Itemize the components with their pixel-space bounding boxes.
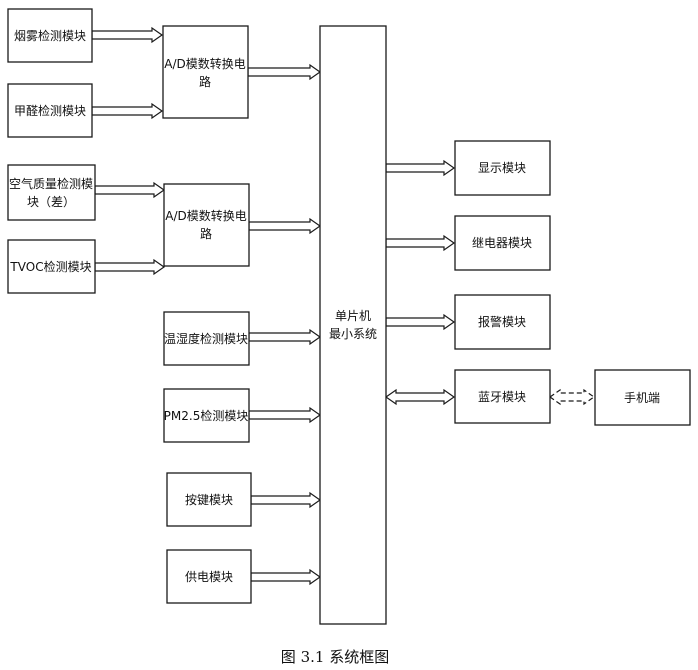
arrow-tvoc-to-adc2 [94, 258, 166, 276]
bluetooth-module-label: 蓝牙模块 [478, 390, 526, 404]
adc1-label-line1: A/D模数转换电 [164, 56, 246, 71]
display-module-label: 显示模块 [478, 161, 526, 175]
formaldehyde-module-label: 甲醛检测模块 [14, 103, 86, 118]
formaldehyde-module-box [7, 83, 93, 138]
smoke-module-box [7, 8, 93, 63]
bluetooth-module-box [454, 369, 551, 424]
tvoc-module-box [7, 239, 96, 294]
power-module-box [166, 549, 252, 604]
pm25-module-label: PM2.5检测模块 [164, 408, 249, 423]
smoke-module-label: 烟雾检测模块 [14, 28, 86, 43]
figure-caption: 图 3.1 系统框图 [281, 648, 389, 666]
arrow-mcu-bluetooth-bidirectional [384, 388, 456, 406]
mcu-label-line2: 最小系统 [329, 327, 377, 341]
relay-module-label: 继电器模块 [472, 236, 532, 250]
temp-humidity-module-label: 温湿度检测模块 [164, 331, 248, 346]
adc2-label-line1: A/D模数转换电 [165, 208, 247, 223]
arrow-mcu-to-alarm [385, 313, 456, 331]
phone-box [594, 369, 691, 426]
arrow-pm25-to-mcu [248, 406, 322, 424]
arrow-smoke-to-adc1 [91, 26, 164, 44]
keypad-module-box [166, 472, 252, 527]
relay-module-box [454, 215, 551, 271]
display-module-box [454, 140, 551, 196]
adc2-label-line2: 路 [200, 226, 212, 241]
power-module-label: 供电模块 [185, 570, 233, 584]
mcu-label-line1: 单片机 [335, 309, 371, 323]
arrow-mcu-to-display [385, 159, 456, 177]
phone-label: 手机端 [624, 391, 660, 405]
arrow-temp-humidity-to-mcu [248, 328, 322, 346]
arrow-formaldehyde-to-adc1 [91, 102, 164, 120]
arrow-bluetooth-phone-wireless [548, 388, 596, 406]
arrow-keypad-to-mcu [250, 491, 322, 509]
pm25-module-box [163, 388, 250, 443]
alarm-module-box [454, 294, 551, 350]
arrow-adc1-to-mcu [247, 63, 322, 81]
alarm-module-label: 报警模块 [478, 314, 526, 329]
temp-humidity-module-box [163, 311, 250, 366]
arrow-power-to-mcu [250, 568, 322, 586]
mcu-box [319, 25, 387, 625]
arrow-mcu-to-relay [385, 234, 456, 252]
air-quality-label-line1: 空气质量检测模 [9, 176, 93, 191]
adc2-box [163, 183, 250, 267]
arrow-adc2-to-mcu [248, 217, 322, 235]
keypad-module-label: 按键模块 [185, 493, 233, 507]
tvoc-module-label: TVOC检测模块 [9, 259, 91, 274]
module-labels: 烟雾检测模块 甲醛检测模块 A/D模数转换电 路 空气质量检测模 块（差） TV… [9, 28, 660, 584]
air-quality-module-box [7, 164, 96, 221]
arrow-air-quality-to-adc2 [94, 181, 166, 199]
module-boxes [7, 8, 691, 625]
adc1-box [162, 25, 249, 119]
air-quality-label-line2: 块（差） [27, 195, 75, 209]
connection-arrows [91, 26, 596, 586]
adc1-label-line2: 路 [199, 74, 211, 89]
